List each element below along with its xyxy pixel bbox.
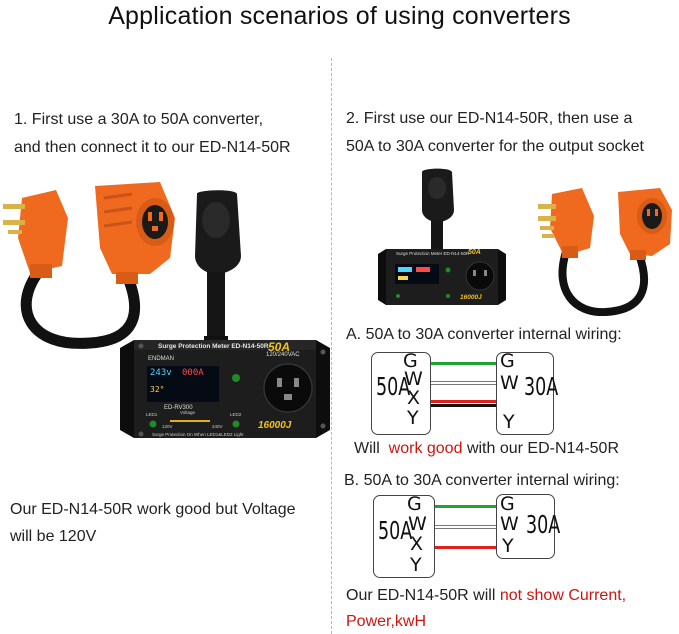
small-meter-header: Surge Protection Meter ED-N14-50R [396, 251, 470, 256]
wiring-b-x-wire [435, 546, 496, 549]
meter-rating: 50A [268, 340, 291, 354]
connector-30a-female-icon [618, 188, 672, 260]
plug-30a-male-icon [3, 190, 68, 278]
wiring-a-title: A. 50A to 30A converter internal wiring: [346, 326, 622, 343]
wiring-b-left-pin-g: G [407, 493, 422, 515]
led2-label: LED2 [230, 412, 242, 417]
wiring-b-right-pin-w: W [500, 513, 519, 535]
wiring-a-left-pin-y: Y [407, 407, 419, 429]
wiring-b-result-highlight: not show Current, [499, 587, 627, 604]
wiring-a-left-amp: 50A [376, 372, 411, 401]
wiring-a-left-pin-g: G [403, 350, 418, 372]
left-step-line2: and then connect it to our ED-N14-50R [14, 139, 291, 156]
wiring-b-left-pin-x: X [410, 533, 424, 555]
v120-label: 120V [162, 424, 173, 429]
plug-50a-male-icon [538, 188, 594, 258]
wiring-a-ground-wire [431, 362, 496, 365]
wiring-b-left-amp: 50A [378, 516, 413, 545]
small-meter-joules: 16000J [460, 294, 482, 301]
meter-header: Surge Protection Meter ED-N14-50R [158, 343, 269, 350]
connector-50a-female-icon [95, 182, 175, 284]
left-result-line2: will be 120V [10, 528, 97, 545]
meter-body-shape [120, 340, 330, 438]
wiring-a-result: Will work good with our ED-N14-50R [354, 436, 619, 462]
surge-protection-meter-small: Surge Protection Meter ED-N14-50R 50A 16… [378, 248, 506, 306]
wiring-b-ground-wire [435, 505, 496, 508]
right-step-line1: 2. First use our ED-N14-50R, then use a [346, 110, 633, 127]
lcd-temp: 32° [150, 385, 165, 394]
wiring-b-result-line2: Power,kwH [346, 613, 427, 630]
converter-30a-to-50a-image [3, 182, 175, 349]
meter-model: ED-RV300 [164, 405, 193, 411]
v240-label: 240V [212, 424, 223, 429]
converter-50a-to-30a-image [538, 188, 672, 316]
wiring-b-result-line1: Our ED-N14-50R will not show Current, [346, 583, 626, 609]
meter-brand: ENDMAN [148, 356, 175, 362]
wiring-b-right-pin-g: G [500, 493, 515, 515]
wiring-a-result-prefix: Will [354, 440, 380, 457]
power-cord-plug-image [195, 190, 241, 346]
wiring-a-right-pin-w: W [500, 372, 519, 394]
wiring-b-result-prefix: Our ED-N14-50R will [346, 587, 496, 604]
wiring-a-right-pin-g: G [500, 350, 515, 372]
wiring-a-right-amp: 30A [524, 372, 559, 401]
wiring-a-left-pin-w: W [404, 368, 423, 390]
wiring-b-left-plug-box [373, 495, 435, 578]
wiring-a-x-wire [431, 400, 496, 403]
wiring-a-neutral-wire [431, 381, 496, 385]
lcd-voltage: 243v [150, 368, 172, 378]
wiring-a-left-plug-box [371, 352, 431, 435]
wiring-b-title: B. 50A to 30A converter internal wiring: [344, 472, 620, 489]
meter-voltage-rating: 120/240VAC [266, 352, 300, 358]
column-divider [331, 58, 332, 634]
wiring-b-right-pin-y: Y [502, 535, 514, 557]
right-step-line2: 50A to 30A converter for the output sock… [346, 138, 644, 155]
small-meter-rating: 50A [468, 249, 481, 256]
left-result-line1: Our ED-N14-50R work good but Voltage [10, 501, 296, 518]
wiring-b-right-amp: 30A [526, 510, 561, 539]
wiring-b-left-pin-y: Y [410, 554, 422, 576]
wiring-b-neutral-wire [435, 525, 496, 529]
wiring-a-y-wire [431, 404, 496, 407]
small-meter-body-shape [378, 249, 506, 305]
wiring-a-right-plug-box [496, 352, 554, 435]
wiring-a-left-pin-x: X [407, 387, 421, 409]
page-title: Application scenarios of using converter… [108, 2, 571, 30]
meter-joules: 16000J [258, 420, 292, 431]
wiring-b-right-plug-box [496, 494, 555, 559]
wiring-a-result-suffix: with our ED-N14-50R [466, 440, 619, 457]
meter-footer: Surge Protection On When LED1&LED2 Light [152, 432, 244, 437]
wiring-a-result-highlight: work good [388, 440, 463, 457]
wiring-a-right-pin-y: Y [503, 411, 515, 433]
surge-protection-meter-large: Surge Protection Meter ED-N14-50R 50A 12… [120, 338, 330, 442]
small-power-cord-image [422, 168, 454, 258]
wiring-b-left-pin-w: W [408, 513, 427, 535]
left-step-line1: 1. First use a 30A to 50A converter, [14, 111, 264, 128]
lcd-current: 000A [182, 368, 204, 378]
led1-label: LED1 [146, 412, 158, 417]
voltage-label: Voltage [180, 410, 196, 415]
